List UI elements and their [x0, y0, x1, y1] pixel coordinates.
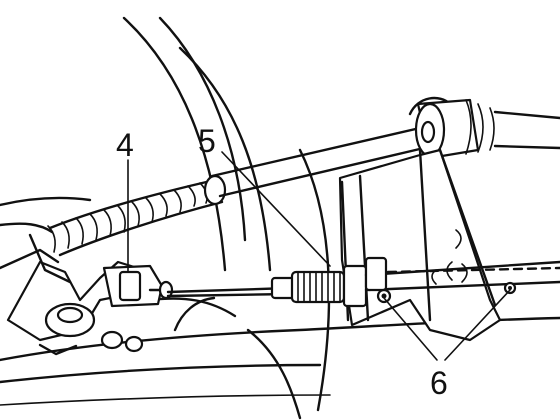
- cable-clamp: [102, 264, 174, 308]
- adjuster-nuts: [376, 281, 517, 304]
- mounting-bracket: [338, 148, 502, 342]
- upper-pivot: [408, 96, 560, 160]
- leader-5: [221, 151, 331, 267]
- callout-label-4: 4: [116, 127, 134, 163]
- callout-label-6: 6: [430, 365, 448, 401]
- leader-lines: [127, 151, 511, 361]
- body-panel-arcs: [122, 16, 331, 420]
- rubber-boot: [47, 174, 227, 257]
- threaded-adjuster: [166, 256, 560, 308]
- callout-label-5: 5: [198, 123, 216, 159]
- leader-6b: [444, 289, 511, 361]
- upper-cable: [210, 126, 426, 198]
- leader-6a: [383, 297, 438, 361]
